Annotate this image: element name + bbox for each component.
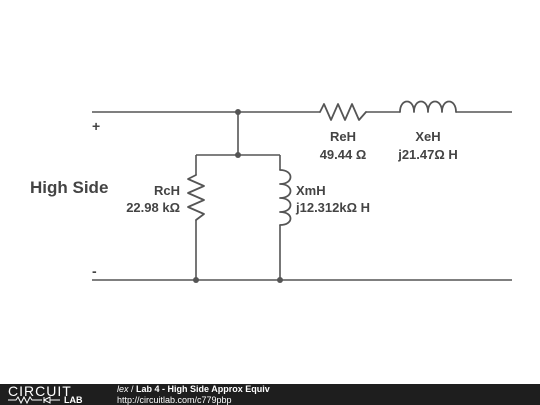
bottom-node-right (277, 277, 283, 283)
reh-name-label: ReH (330, 129, 356, 144)
xmh-value-label: j12.312kΩ H (295, 200, 370, 215)
xmh-inductor-symbol (279, 169, 292, 226)
logo-resistor-icon (8, 396, 60, 404)
top-junction-node (235, 109, 241, 115)
circuit-url[interactable]: http://circuitlab.com/c779pbp (117, 395, 232, 405)
title-separator: / (128, 384, 137, 394)
circuit-title: Lab 4 - High Side Approx Equiv (136, 384, 270, 394)
plus-terminal-label: + (92, 118, 100, 134)
xeh-inductor-symbol (399, 100, 457, 113)
circuit-schematic: + - High Side ReH 49.44 Ω XeH j21.47Ω H … (30, 100, 512, 283)
rch-resistor-symbol (187, 174, 205, 221)
side-label: High Side (30, 178, 108, 197)
circuit-title-line: lex / Lab 4 - High Side Approx Equiv (117, 384, 270, 394)
reh-value-label: 49.44 Ω (320, 147, 367, 162)
author-link[interactable]: lex (117, 384, 129, 394)
reh-resistor-symbol (319, 103, 367, 121)
circuitlab-logo: CIRCUIT LAB (8, 383, 104, 405)
logo-word: CIRCUIT (8, 383, 72, 399)
rch-name-label: RcH (154, 183, 180, 198)
xmh-name-label: XmH (296, 183, 326, 198)
xeh-name-label: XeH (415, 129, 440, 144)
footer-bar: CIRCUIT LAB lex / Lab 4 - High Side Appr… (0, 383, 540, 405)
minus-terminal-label: - (92, 263, 97, 279)
bottom-node-left (193, 277, 199, 283)
rch-value-label: 22.98 kΩ (126, 200, 180, 215)
xeh-value-label: j21.47Ω H (397, 147, 458, 162)
logo-sub: LAB (64, 395, 83, 405)
